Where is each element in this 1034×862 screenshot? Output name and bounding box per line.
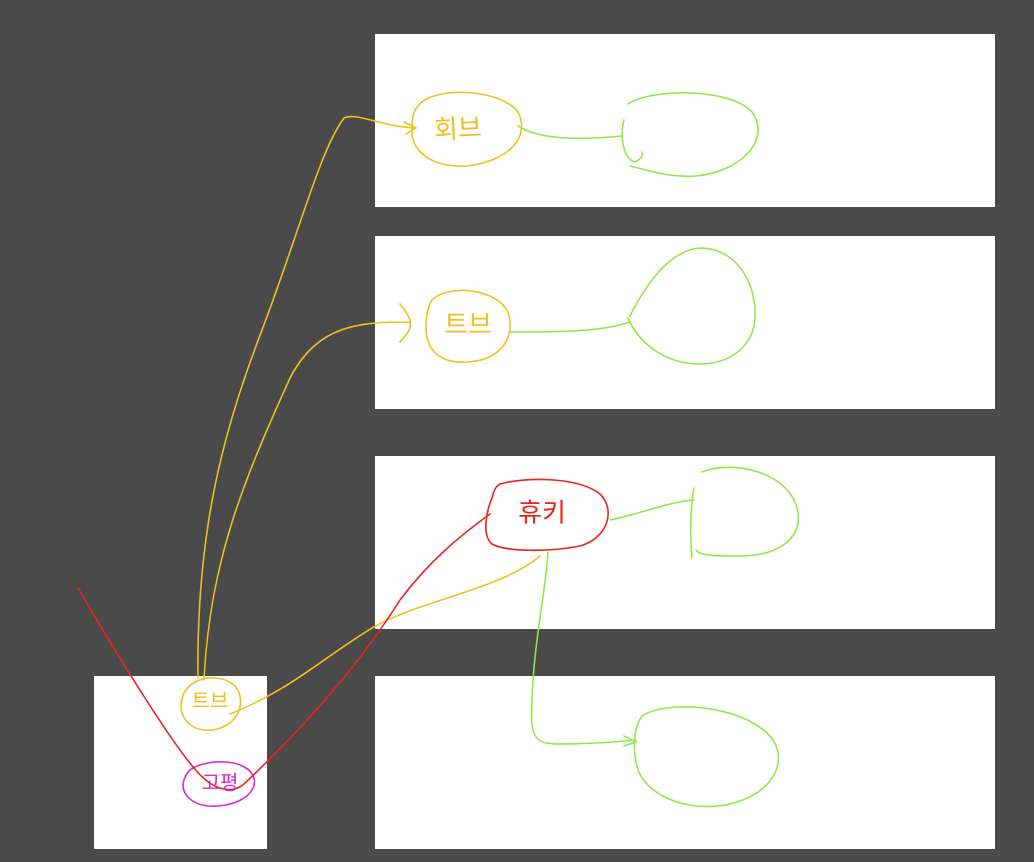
panel2-node-label: 트브 (444, 311, 492, 341)
panel3-green-connector (609, 499, 695, 521)
panel-4 (375, 676, 995, 849)
small-bottom-node-label: 고평 (202, 771, 239, 795)
red-node-to-panel4-connector (530, 551, 637, 747)
panel3-red-node (485, 478, 609, 552)
small-yellow-node (180, 677, 242, 731)
panel2-green-blob (627, 247, 756, 365)
panel1-green-blob (621, 92, 759, 178)
panel2-yellow-node (425, 289, 511, 363)
panel1-yellow-node (411, 91, 523, 167)
panel1-green-connector (517, 125, 623, 140)
panel3-green-blob (689, 466, 800, 559)
panel4-green-blob (633, 706, 780, 808)
panel-3 (375, 456, 995, 629)
panel3-node-label: 휴키 (518, 499, 566, 529)
panel2-green-connector (509, 321, 631, 333)
yellow-connector-to-panel3 (229, 555, 541, 715)
panel1-node-label: 회브 (433, 113, 482, 145)
panel-1 (375, 34, 995, 207)
yellow-connector-to-panel1 (197, 115, 417, 679)
small-top-node-label: 트브 (192, 689, 229, 713)
panel-2 (375, 236, 995, 409)
red-connector (77, 513, 491, 791)
yellow-connector-to-panel2 (203, 303, 412, 681)
small-magenta-node (182, 761, 256, 807)
